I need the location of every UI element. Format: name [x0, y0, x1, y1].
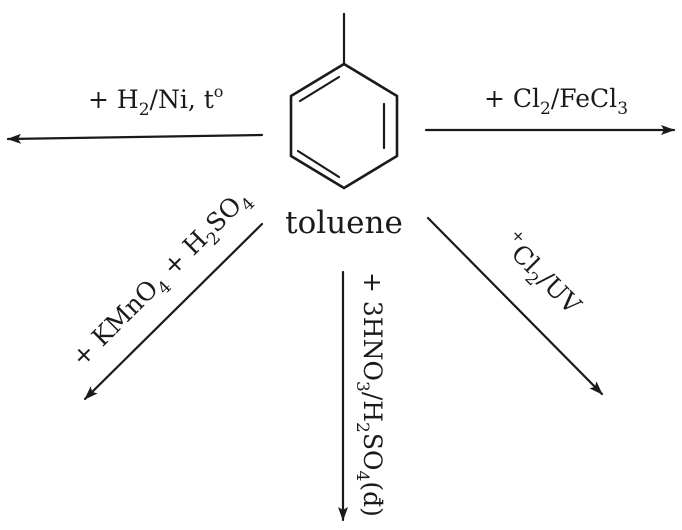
molecule-name: toluene: [285, 205, 403, 241]
double-bond-lower-left: [296, 149, 341, 179]
label-chlorination-uv: + Cl2/UV: [501, 224, 588, 325]
label-cl2-uv: Cl2/UV: [501, 239, 587, 325]
label-oxidation: + KMnO4 + H2SO4: [66, 183, 259, 376]
benzene-ring: [289, 62, 399, 190]
toluene-structure: [289, 12, 399, 190]
label-nitration: + 3HNO3/H2SO4(đ): [352, 272, 387, 517]
arrow-oxidation: [83, 222, 264, 401]
double-bond-upper-left: [298, 75, 341, 103]
arrow-chlorination-uv: [426, 216, 604, 396]
arrow-hydrogenation: [6, 133, 264, 144]
label-hydrogenation: + H2/Ni, to: [88, 82, 223, 120]
label-chlorination-fecl3: + Cl2/FeCl3: [484, 84, 628, 119]
